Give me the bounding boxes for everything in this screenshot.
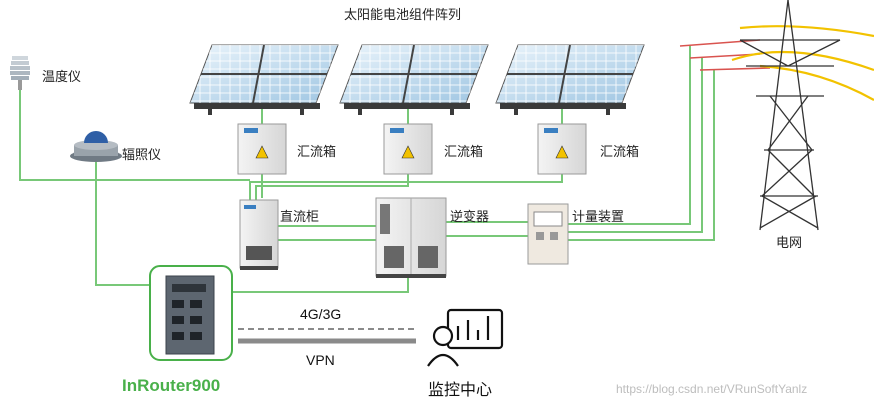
- meter-device: [527, 203, 569, 265]
- dc-cabinet-label: 直流柜: [280, 210, 320, 225]
- dc-cabinet: [239, 199, 279, 270]
- thermometer-device: [10, 56, 30, 90]
- thermometer-label: 温度仪: [42, 70, 82, 85]
- solar-array-2: [339, 44, 489, 115]
- grid-label: 电网: [776, 236, 803, 251]
- watermark: https://blog.csdn.net/VRunSoftYanlz: [616, 382, 808, 396]
- combiner-box-label-3: 汇流箱: [600, 145, 640, 160]
- combiner-box-2: [383, 123, 433, 175]
- irradiance-label: 辐照仪: [122, 148, 162, 163]
- power-tower-icon: [739, 0, 841, 231]
- wiring: [19, 46, 715, 293]
- combiner-box-label-2: 汇流箱: [444, 145, 484, 160]
- link-upper-label: 4G/3G: [300, 306, 342, 322]
- combiner-box-label-1: 汇流箱: [297, 145, 337, 160]
- solar-array-1: [189, 44, 339, 115]
- irradiance-device: [70, 131, 122, 162]
- grid-lines: [679, 25, 874, 101]
- combiner-box-3: [537, 123, 587, 175]
- monitor-center-label: 监控中心: [428, 380, 493, 399]
- monitor-center-icon: [427, 308, 504, 367]
- diagram-title: 太阳能电池组件阵列: [344, 8, 462, 23]
- router-device: [149, 265, 233, 361]
- inverter-label: 逆变器: [450, 210, 490, 225]
- router-label: InRouter900: [122, 376, 221, 395]
- network-link: [238, 328, 416, 344]
- inverter-cabinet: [375, 197, 447, 278]
- solar-array-3: [495, 44, 645, 115]
- link-lower-label: VPN: [306, 352, 335, 368]
- meter-label: 计量装置: [572, 210, 625, 225]
- combiner-box-1: [237, 123, 287, 175]
